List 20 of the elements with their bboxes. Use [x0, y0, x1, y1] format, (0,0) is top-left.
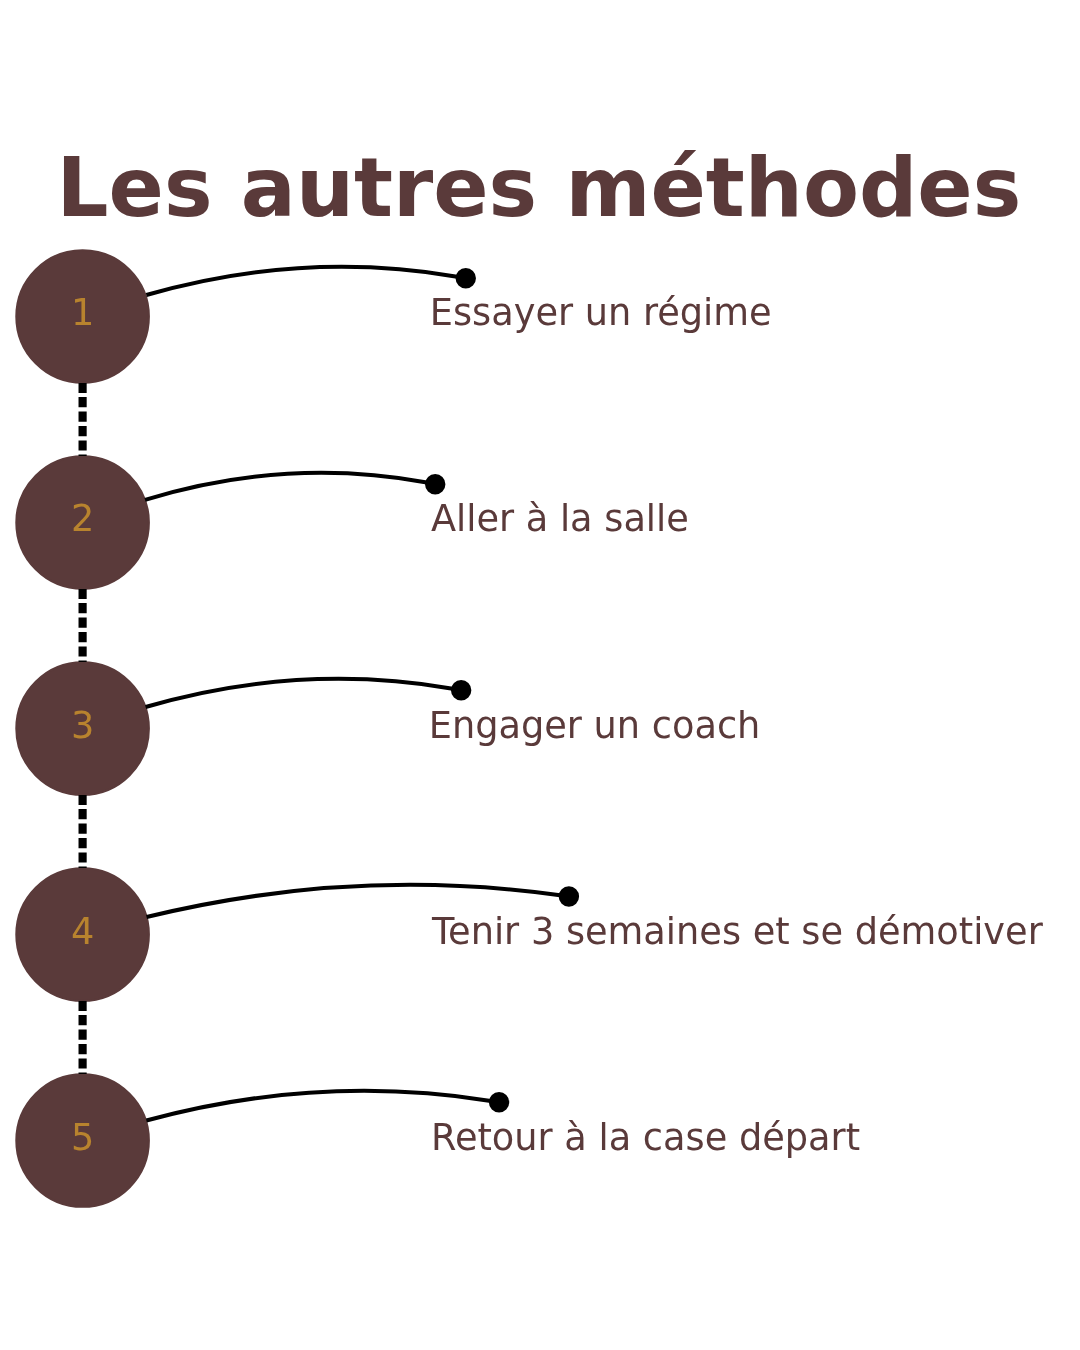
connector: [78, 1000, 87, 1074]
connector: [78, 382, 87, 456]
connector: [145, 264, 476, 297]
connector: [145, 676, 472, 709]
node-text: Aller à la salle: [430, 497, 689, 540]
node-circle: 3: [15, 660, 150, 796]
node-circle: 1: [15, 248, 150, 384]
connector: [78, 588, 87, 662]
node-text: Retour à la case départ: [431, 1115, 861, 1159]
node-circle: 2: [15, 454, 150, 590]
node-text: Engager un coach: [428, 703, 761, 747]
node-circle: 5: [15, 1072, 150, 1208]
node-text: Tenir 3 semaines et se démotiver: [431, 909, 1043, 953]
node-text: Essayer un régime: [429, 290, 772, 334]
diagram-title: Les autres méthodes: [56, 139, 1022, 235]
connector: [78, 794, 87, 868]
connector: [146, 882, 580, 919]
node-circle: 4: [15, 866, 150, 1002]
connector: [145, 1088, 510, 1123]
connector: [144, 470, 446, 502]
